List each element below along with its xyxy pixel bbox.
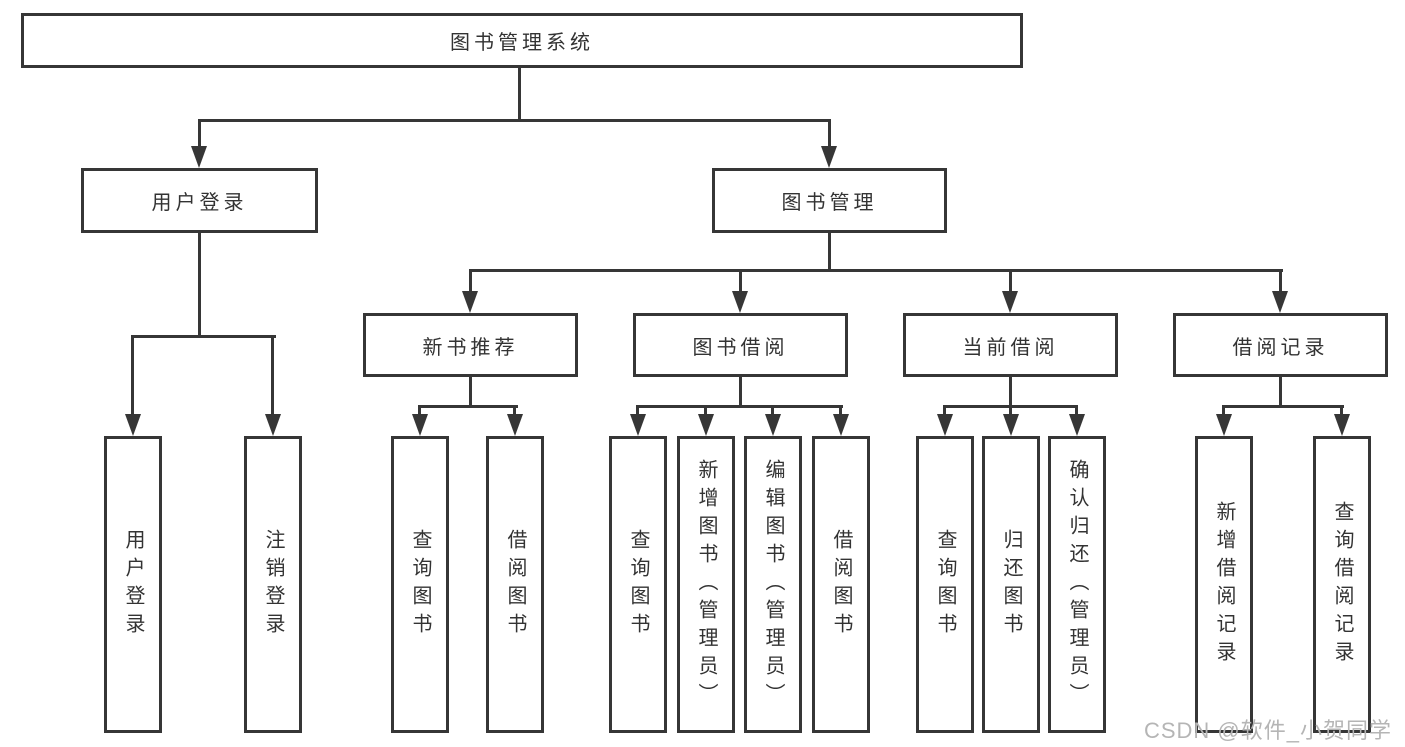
node-book-management: 图书管理 bbox=[712, 168, 947, 233]
watermark: CSDN @软件_小贺同学 bbox=[1143, 718, 1392, 743]
connector-line bbox=[739, 269, 742, 292]
connector-line bbox=[518, 68, 521, 119]
leaf-query-books-recommend: 查询图书 bbox=[391, 436, 449, 733]
leaf-query-borrow-record: 查询借阅记录 bbox=[1313, 436, 1371, 733]
arrowhead-down-icon bbox=[1003, 414, 1019, 436]
arrowhead-down-icon bbox=[698, 414, 714, 436]
leaf-edit-book-admin: 编辑图书（管理员） bbox=[744, 436, 802, 733]
connector-line bbox=[271, 335, 274, 415]
connector-line bbox=[771, 405, 774, 415]
connector-line bbox=[636, 405, 843, 408]
arrowhead-down-icon bbox=[191, 146, 207, 168]
connector-line bbox=[469, 269, 1283, 272]
leaf-borrow-books: 借阅图书 bbox=[812, 436, 870, 733]
connector-line bbox=[1279, 377, 1282, 407]
leaf-confirm-return-admin: 确认归还（管理员） bbox=[1048, 436, 1106, 733]
arrowhead-down-icon bbox=[833, 414, 849, 436]
connector-line bbox=[131, 335, 134, 415]
connector-line bbox=[418, 405, 518, 408]
connector-line bbox=[469, 377, 472, 407]
node-library-system: 图书管理系统 bbox=[21, 13, 1023, 68]
leaf-add-book-admin: 新增图书（管理员） bbox=[677, 436, 735, 733]
connector-line bbox=[469, 269, 472, 292]
connector-line bbox=[1279, 269, 1282, 292]
connector-line bbox=[1222, 405, 1225, 415]
arrowhead-down-icon bbox=[765, 414, 781, 436]
leaf-borrow-books-recommend: 借阅图书 bbox=[486, 436, 544, 733]
connector-line bbox=[198, 233, 201, 335]
connector-line bbox=[739, 377, 742, 407]
connector-line bbox=[828, 119, 831, 148]
arrowhead-down-icon bbox=[265, 414, 281, 436]
arrowhead-down-icon bbox=[462, 291, 478, 313]
arrowhead-down-icon bbox=[821, 146, 837, 168]
node-borrow-records: 借阅记录 bbox=[1173, 313, 1388, 377]
arrowhead-down-icon bbox=[1069, 414, 1085, 436]
leaf-return-books: 归还图书 bbox=[982, 436, 1040, 733]
connector-line bbox=[418, 405, 421, 415]
arrowhead-down-icon bbox=[125, 414, 141, 436]
connector-line bbox=[1009, 405, 1012, 415]
connector-line bbox=[1009, 269, 1012, 292]
leaf-add-borrow-record: 新增借阅记录 bbox=[1195, 436, 1253, 733]
arrowhead-down-icon bbox=[732, 291, 748, 313]
connector-line bbox=[636, 405, 639, 415]
node-current-borrowing: 当前借阅 bbox=[903, 313, 1118, 377]
leaf-query-books-current: 查询图书 bbox=[916, 436, 974, 733]
connector-line bbox=[1222, 405, 1344, 408]
connector-line bbox=[198, 119, 831, 122]
leaf-logout: 注销登录 bbox=[244, 436, 302, 733]
connector-line bbox=[828, 233, 831, 272]
arrowhead-down-icon bbox=[1272, 291, 1288, 313]
connector-line bbox=[513, 405, 516, 415]
arrowhead-down-icon bbox=[1002, 291, 1018, 313]
arrowhead-down-icon bbox=[937, 414, 953, 436]
arrowhead-down-icon bbox=[630, 414, 646, 436]
leaf-user-login: 用户登录 bbox=[104, 436, 162, 733]
leaf-query-books-borrowing: 查询图书 bbox=[609, 436, 667, 733]
arrowhead-down-icon bbox=[1216, 414, 1232, 436]
node-new-book-recommend: 新书推荐 bbox=[363, 313, 578, 377]
node-book-borrowing: 图书借阅 bbox=[633, 313, 848, 377]
connector-line bbox=[704, 405, 707, 415]
connector-line bbox=[1340, 405, 1343, 415]
connector-line bbox=[1075, 405, 1078, 415]
connector-line bbox=[131, 335, 276, 338]
connector-line bbox=[198, 119, 201, 148]
connector-line bbox=[1009, 377, 1012, 407]
node-user-login: 用户登录 bbox=[81, 168, 318, 233]
arrowhead-down-icon bbox=[507, 414, 523, 436]
connector-line bbox=[943, 405, 946, 415]
connector-line bbox=[839, 405, 842, 415]
arrowhead-down-icon bbox=[412, 414, 428, 436]
arrowhead-down-icon bbox=[1334, 414, 1350, 436]
